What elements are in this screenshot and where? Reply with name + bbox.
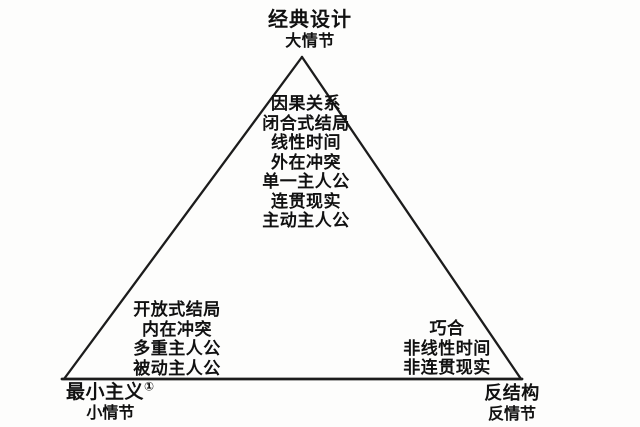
list-item: 开放式结局 [133,300,221,320]
list-item: 多重主人公 [133,339,221,359]
footnote-mark: ① [144,379,155,394]
list-item: 线性时间 [271,133,341,153]
bottom-right-subtitle: 反情节 [487,404,536,423]
list-item: 单一主人公 [262,172,350,192]
list-item: 闭合式结局 [262,113,350,134]
bottom-left-corner-label: 最小主义① 小情节 [66,379,155,422]
bottom-right-title: 反结构 [484,383,540,404]
apex-title: 经典设计 [268,7,352,31]
apex-label: 经典设计 大情节 [268,8,352,50]
list-item: 非连贯现实 [403,358,491,378]
list-item: 内在冲突 [142,319,212,340]
bottom-left-subtitle: 小情节 [86,403,135,422]
left-trait-list: 开放式结局 内在冲突 多重主人公 被动主人公 [133,300,221,379]
bottom-right-corner-label: 反结构 反情节 [484,385,540,422]
list-item: 主动主人公 [262,211,350,231]
apex-subtitle: 大情节 [285,31,335,50]
center-trait-list: 因果关系 闭合式结局 线性时间 外在冲突 单一主人公 连贯现实 主动主人公 [262,94,350,232]
list-item: 因果关系 [271,94,341,114]
bottom-left-title: 最小主义① [66,379,155,403]
list-item: 外在冲突 [271,152,341,173]
triangle-left-edge [62,55,304,381]
list-item: 被动主人公 [133,358,221,379]
triangle-right-edge [300,55,523,381]
bottom-left-title-text: 最小主义 [66,381,145,403]
list-item: 巧合 [429,319,465,339]
right-trait-list: 巧合 非线性时间 非连贯现实 [403,319,491,379]
list-item: 非线性时间 [403,338,491,359]
list-item: 连贯现实 [271,191,341,212]
